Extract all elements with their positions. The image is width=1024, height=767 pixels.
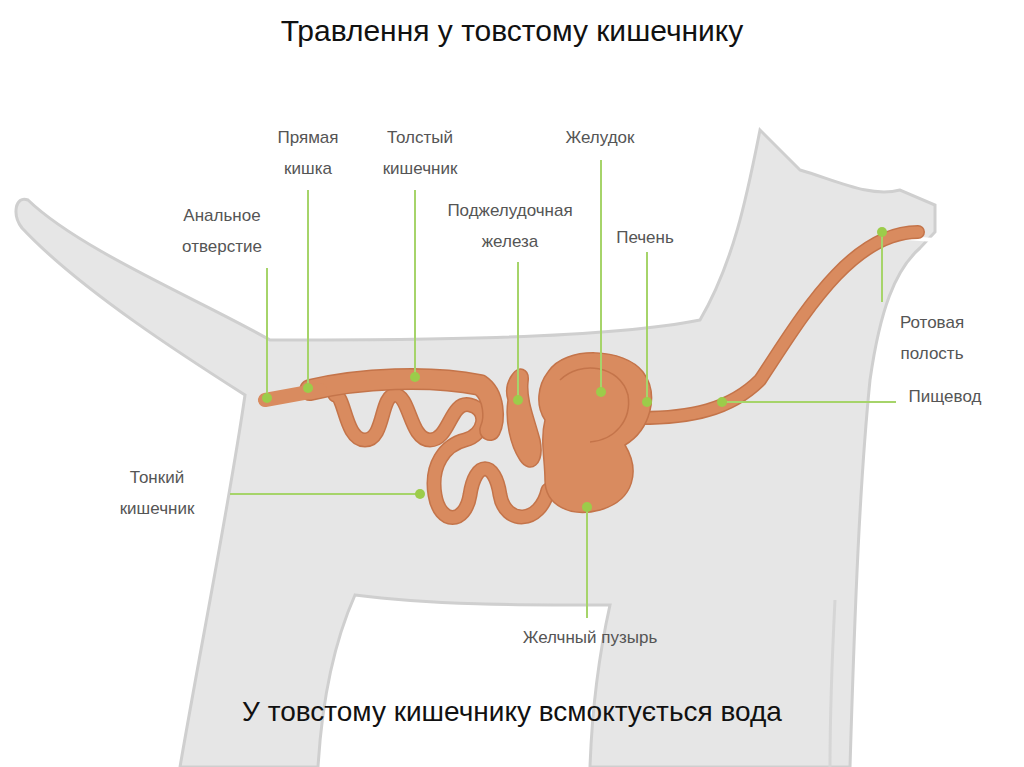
leader-line (307, 190, 309, 388)
part-label: Анальное отверстие (157, 200, 287, 262)
leader-dot (642, 397, 652, 407)
leader-dot (877, 227, 887, 237)
part-label: Ротовая полость (877, 307, 987, 369)
part-label: Желудок (540, 122, 660, 153)
leader-line (414, 190, 416, 377)
leader-lines (230, 160, 896, 618)
esophagus-inner (640, 232, 918, 418)
stomach-liver (539, 353, 652, 512)
part-label: Печень (595, 222, 695, 253)
rectum (265, 390, 320, 400)
leader-line (646, 252, 648, 402)
stomach-outline (560, 368, 629, 442)
leader-line (600, 160, 602, 392)
leader-dot (513, 395, 523, 405)
leader-dot (717, 397, 727, 407)
diagram-title: Травлення у товстому кишечнику (62, 14, 962, 48)
leader-line (230, 493, 420, 495)
cat-silhouette (16, 130, 935, 767)
leader-line (586, 507, 588, 618)
front-leg-line (830, 600, 835, 767)
leader-line (517, 262, 519, 400)
leader-line (881, 232, 883, 302)
part-label: Пищевод (890, 381, 1000, 412)
leader-dot (596, 387, 606, 397)
pancreas (507, 369, 541, 467)
large-intestine-inner (310, 379, 493, 430)
leader-dots (262, 227, 887, 512)
part-label: Толстый кишечник (360, 122, 480, 184)
part-label: Прямая кишка (258, 122, 358, 184)
leader-dot (410, 372, 420, 382)
part-label: Желчный пузырь (490, 622, 690, 653)
leader-dot (582, 502, 592, 512)
leader-line (722, 401, 896, 403)
esophagus (640, 232, 918, 418)
leader-dot (415, 489, 425, 499)
part-label: Тонкий кишечник (92, 462, 222, 524)
leader-line (266, 268, 268, 398)
diagram-caption: У товстому кишечнику всмоктується вода (62, 696, 962, 728)
leader-dot (303, 383, 313, 393)
part-label: Поджелудочная железа (430, 195, 590, 257)
large-intestine (310, 379, 493, 430)
leader-dot (262, 393, 272, 403)
